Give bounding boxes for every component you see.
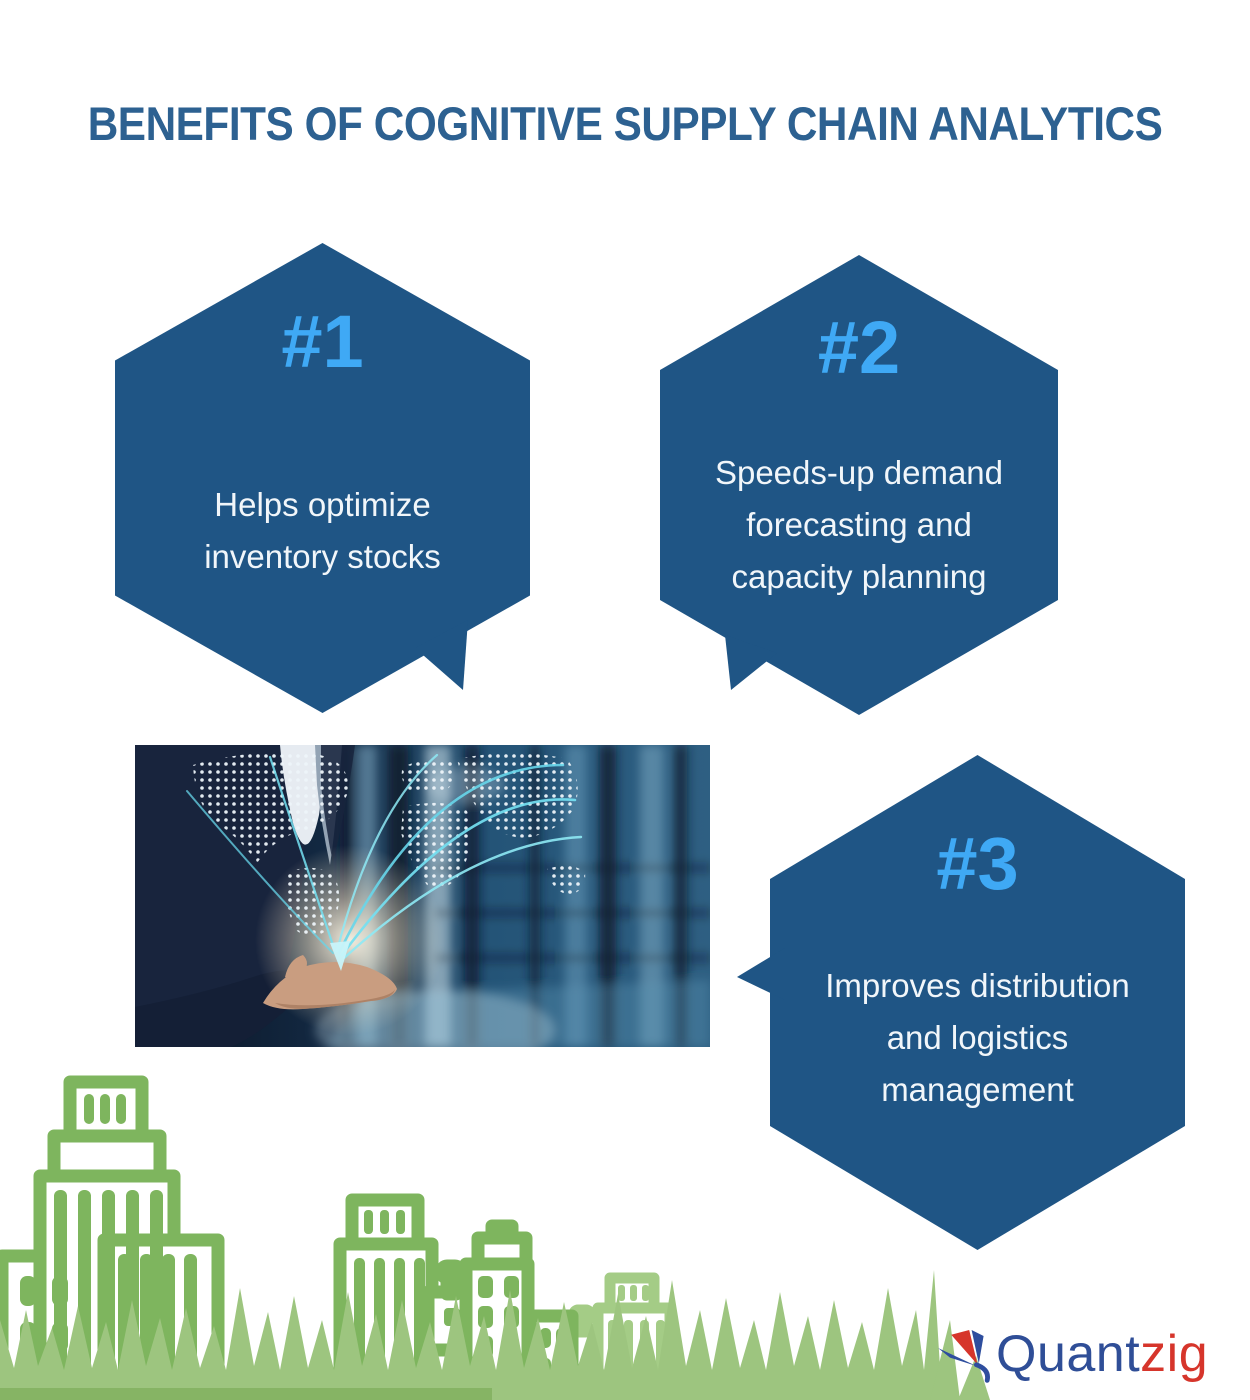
grass-silhouette xyxy=(0,1270,990,1400)
hexagon-shape-2 xyxy=(660,255,1058,715)
benefit-text-3: Improves distribution and logistics mana… xyxy=(770,960,1185,1116)
quantzig-logo: Quantzig xyxy=(932,1318,1250,1390)
flow-arrows xyxy=(186,753,583,971)
hexagon-shape-1 xyxy=(115,243,530,713)
skyline-illustration xyxy=(0,1075,990,1400)
benefit-text-2: Speeds-up demand forecasting and capacit… xyxy=(660,447,1058,603)
benefit-number-1: #1 xyxy=(281,300,364,383)
benefit-number-2: #2 xyxy=(817,306,901,389)
page-title: BENEFITS OF COGNITIVE SUPPLY CHAIN ANALY… xyxy=(0,96,1250,151)
page-title-text: BENEFITS OF COGNITIVE SUPPLY CHAIN ANALY… xyxy=(87,97,1163,150)
benefit-line: management xyxy=(881,1071,1074,1108)
benefit-line: Speeds-up demand xyxy=(714,454,1004,491)
photo-illustration xyxy=(135,745,710,1047)
hexagon-tail-1 xyxy=(415,620,468,690)
benefit-line: Helps optimize xyxy=(214,486,431,523)
benefit-line: capacity planning xyxy=(731,558,987,595)
hexagon-shape-3 xyxy=(737,755,1185,1250)
benefit-text-1: Helps optimize inventory stocks xyxy=(115,479,530,583)
benefit-hexagon-2: #2 Speeds-up demand forecasting and capa… xyxy=(660,255,1058,715)
logo-text-red: zig xyxy=(1140,1325,1209,1383)
grass-strip xyxy=(0,1388,492,1400)
benefit-line: Improves distribution xyxy=(825,967,1130,1004)
supply-chain-photo xyxy=(135,745,710,1047)
benefit-hexagon-1: #1 Helps optimize inventory stocks xyxy=(115,243,530,713)
benefit-line: and logistics xyxy=(886,1019,1069,1056)
benefit-hexagon-3: #3 Improves distribution and logistics m… xyxy=(737,755,1185,1250)
quantzig-logo-icon xyxy=(938,1330,990,1383)
benefit-line: forecasting and xyxy=(746,506,972,543)
logo-text-blue: Quant xyxy=(996,1325,1141,1383)
quantzig-logo-text: Quantzig xyxy=(996,1328,1208,1380)
benefit-line: inventory stocks xyxy=(204,538,441,575)
benefit-number-3: #3 xyxy=(936,822,1019,905)
hexagon-tail-2 xyxy=(725,635,777,690)
open-hand xyxy=(263,955,397,1010)
hexagon-tail-3 xyxy=(737,948,785,1000)
city-skyline xyxy=(0,1070,1000,1400)
